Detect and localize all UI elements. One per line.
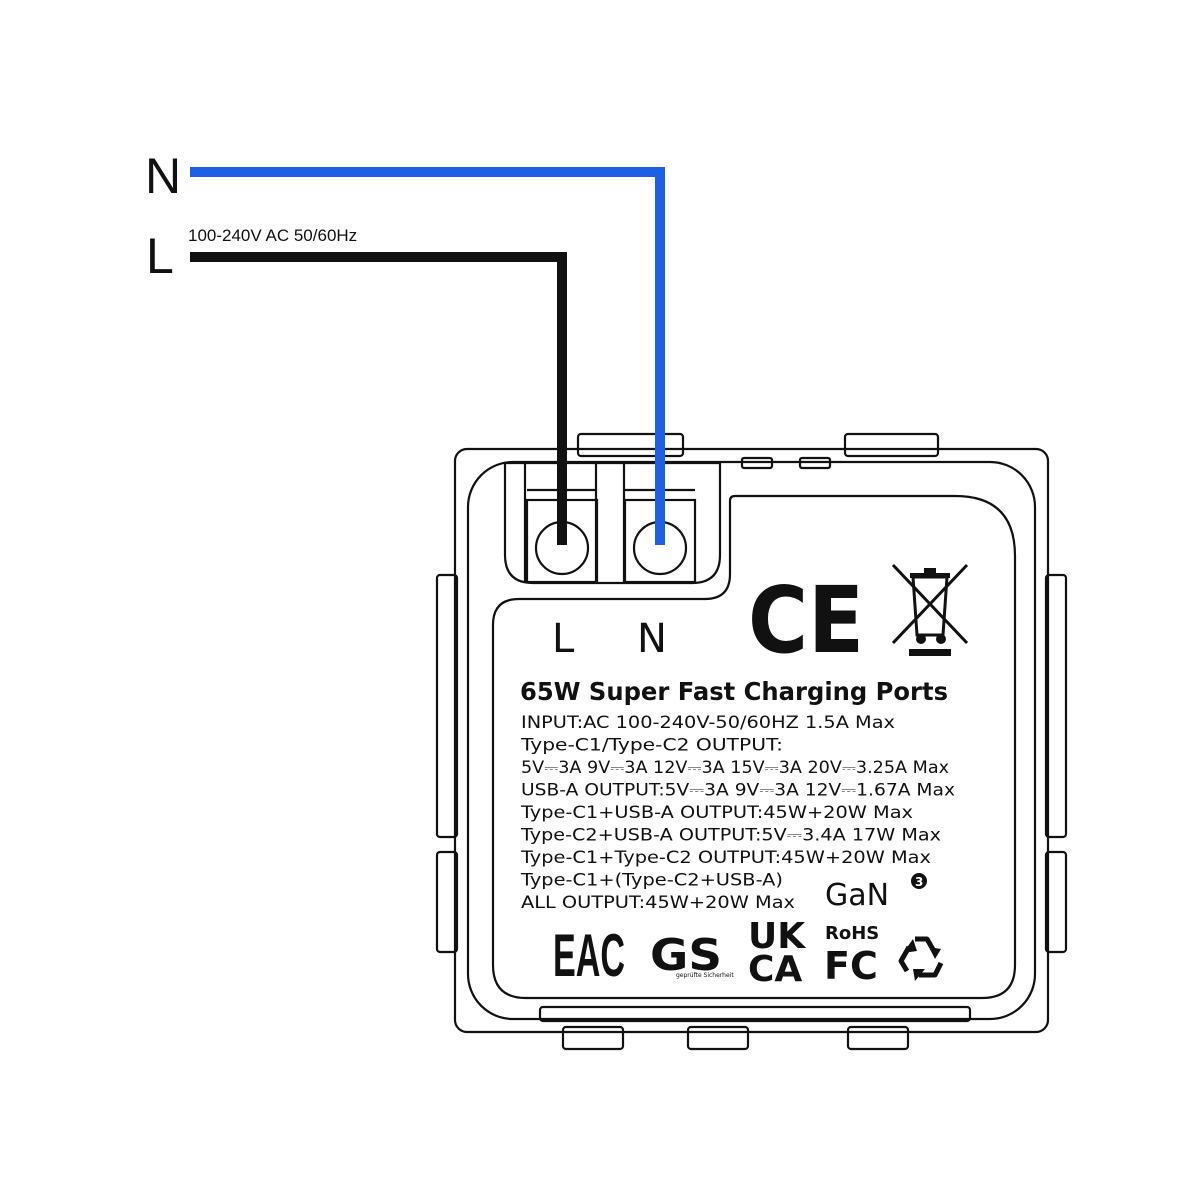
terminal-neutral-label: N — [637, 616, 667, 662]
label-title: 65W Super Fast Charging Ports — [520, 677, 948, 706]
neutral-wire-label: N — [145, 148, 181, 204]
spec-line: Type-C1/Type-C2 OUTPUT: — [520, 736, 783, 755]
gs-mark-text: GS — [650, 930, 722, 981]
gan-superscript: 3 — [915, 875, 923, 889]
spec-line: 5V⎓3A 9V⎓3A 12V⎓3A 15V⎓3A 20V⎓3.25A Max — [521, 758, 949, 777]
spec-line: Type-C1+USB-A OUTPUT:45W+20W Max — [520, 803, 913, 822]
gan-badge-circle — [911, 873, 927, 889]
gs-mark-subtext: geprüfte Sicherheit — [676, 972, 734, 979]
uk-mark: UK — [748, 916, 806, 957]
spec-line: ALL OUTPUT:45W+20W Max — [521, 893, 795, 912]
spec-lines: INPUT:AC 100-240V-50/60HZ 1.5A MaxType-C… — [520, 713, 955, 912]
gs-mark: GS geprüfte Sicherheit — [650, 930, 734, 981]
gan-text: GaN — [825, 878, 889, 913]
ce-mark: CE — [748, 567, 864, 674]
spec-line: INPUT:AC 100-240V-50/60HZ 1.5A Max — [521, 713, 895, 732]
neutral-wire — [190, 167, 665, 545]
terminal-live-label: L — [552, 616, 575, 662]
spec-line: Type-C1+Type-C2 OUTPUT:45W+20W Max — [520, 848, 931, 867]
module-housing — [435, 432, 1068, 1051]
live-wire — [190, 252, 567, 545]
recycle-icon — [898, 936, 944, 981]
spec-line: Type-C2+USB-A OUTPUT:5V⎓3.4A 17W Max — [520, 826, 941, 845]
eac-mark: EAC — [553, 922, 625, 989]
spec-line: USB-A OUTPUT:5V⎓3A 9V⎓3A 12V⎓1.67A Max — [521, 781, 955, 800]
ca-mark: CA — [748, 949, 802, 990]
voltage-note: 100-240V AC 50/60Hz — [188, 226, 357, 245]
live-wire-label: L — [146, 228, 174, 284]
crossed-bin-icon — [891, 563, 969, 656]
rohs-mark: RoHS — [825, 923, 879, 944]
fc-mark: FC — [824, 944, 878, 988]
spec-line: Type-C1+(Type-C2+USB-A) — [520, 871, 783, 890]
